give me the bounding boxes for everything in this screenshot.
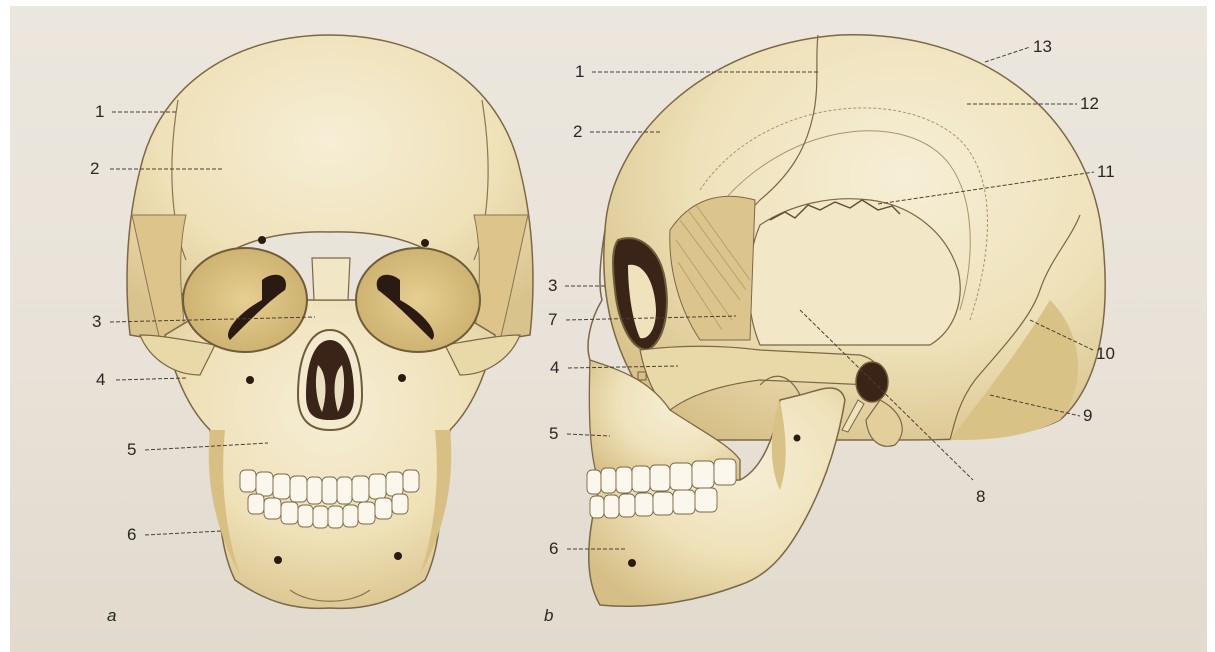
label-b-9: 9 [1083, 407, 1092, 424]
panel-letter-b: b [544, 606, 553, 626]
label-b-10: 10 [1096, 345, 1115, 362]
label-a-6: 6 [127, 526, 136, 543]
panel-letter-a: a [107, 606, 116, 626]
label-a-4: 4 [96, 371, 105, 388]
label-b-7: 7 [548, 311, 557, 328]
label-a-5: 5 [127, 441, 136, 458]
label-b-5: 5 [549, 425, 558, 442]
skull-front-view [127, 35, 533, 608]
label-b-1: 1 [575, 63, 584, 80]
label-b-12: 12 [1080, 95, 1099, 112]
label-b-2: 2 [573, 123, 582, 140]
label-a-2: 2 [90, 160, 99, 177]
skull-lateral-view [587, 35, 1105, 607]
label-b-6: 6 [549, 540, 558, 557]
label-a-1: 1 [95, 103, 104, 120]
label-b-11: 11 [1097, 163, 1115, 180]
label-b-4: 4 [550, 359, 559, 376]
label-b-8: 8 [976, 488, 985, 505]
label-a-3: 3 [92, 313, 101, 330]
label-b-13: 13 [1033, 38, 1052, 55]
label-b-3: 3 [548, 277, 557, 294]
